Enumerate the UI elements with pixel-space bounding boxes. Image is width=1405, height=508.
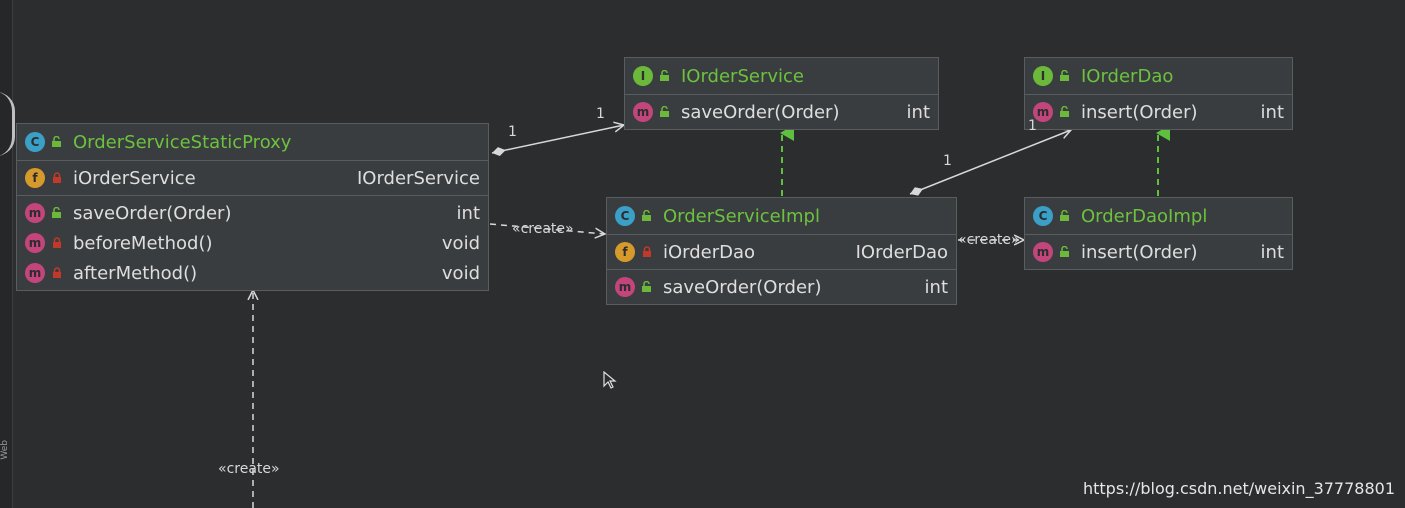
- public-visibility-icon: [641, 210, 655, 222]
- create-stereotype-label: «create»: [218, 461, 280, 477]
- methods-section: m insert(Order) int: [1025, 95, 1292, 129]
- methods-section: m saveOrder(Order) int: [625, 95, 938, 129]
- multiplicity-label: 1: [1028, 118, 1037, 134]
- class-name: OrderDaoImpl: [1081, 205, 1208, 227]
- methods-section: m saveOrder(Order) int m beforeMethod() …: [17, 196, 488, 290]
- method-name: insert(Order): [1081, 101, 1198, 123]
- public-visibility-icon: [641, 281, 655, 293]
- interface-name: IOrderService: [681, 65, 804, 87]
- interface-icon: I: [633, 66, 653, 86]
- create-stereotype-label: «create»: [958, 232, 1020, 248]
- method-icon: m: [615, 277, 635, 297]
- class-header[interactable]: C OrderDaoImpl: [1025, 198, 1292, 235]
- method-name: beforeMethod(): [73, 232, 213, 254]
- method-row[interactable]: m beforeMethod() void: [17, 228, 488, 258]
- aggregation-proxy-to-iorderservice: [491, 125, 624, 153]
- field-row[interactable]: f iOrderService IOrderService: [17, 163, 488, 193]
- method-name: saveOrder(Order): [73, 202, 232, 224]
- multiplicity-label: 1: [508, 124, 517, 140]
- interface-box-iorderservice[interactable]: I IOrderService m saveOrder(Order) int: [624, 57, 939, 130]
- fields-section: f iOrderService IOrderService: [17, 161, 488, 196]
- method-row[interactable]: m insert(Order) int: [1025, 97, 1292, 127]
- method-return-type: int: [924, 276, 948, 298]
- mouse-pointer-icon: [603, 370, 617, 393]
- interface-header[interactable]: I IOrderDao: [1025, 58, 1292, 95]
- public-visibility-icon: [1059, 210, 1073, 222]
- public-visibility-icon: [1059, 70, 1073, 82]
- class-box-orderdaoimpl[interactable]: C OrderDaoImpl m insert(Order) int: [1024, 197, 1293, 270]
- field-icon: f: [615, 242, 635, 262]
- class-header[interactable]: C OrderServiceImpl: [607, 198, 956, 235]
- method-name: saveOrder(Order): [681, 101, 840, 123]
- public-visibility-icon: [51, 207, 65, 219]
- interface-icon: I: [1033, 66, 1053, 86]
- public-visibility-icon: [1059, 246, 1073, 258]
- method-return-type: int: [1260, 241, 1284, 263]
- public-visibility-icon: [659, 106, 673, 118]
- class-icon: C: [25, 132, 45, 152]
- method-return-type: void: [441, 262, 480, 284]
- method-name: afterMethod(): [73, 262, 198, 284]
- private-visibility-icon: [51, 267, 65, 279]
- create-proxy-to-impl: [489, 223, 605, 234]
- field-type: IOrderService: [357, 167, 480, 189]
- class-icon: C: [615, 206, 635, 226]
- field-name: iOrderService: [73, 167, 196, 189]
- public-visibility-icon: [659, 70, 673, 82]
- private-visibility-icon: [51, 172, 65, 184]
- class-icon: C: [1033, 206, 1053, 226]
- method-icon: m: [1033, 242, 1053, 262]
- public-visibility-icon: [1059, 106, 1073, 118]
- field-row[interactable]: f iOrderDao IOrderDao: [607, 237, 956, 267]
- method-icon: m: [25, 233, 45, 253]
- create-stereotype-label: «create»: [512, 221, 574, 237]
- method-icon: m: [25, 203, 45, 223]
- method-return-type: int: [456, 202, 480, 224]
- class-name: OrderServiceStaticProxy: [73, 131, 292, 153]
- aggregation-impl-to-iorderdao: [909, 130, 1071, 194]
- method-icon: m: [633, 102, 653, 122]
- method-row[interactable]: m afterMethod() void: [17, 258, 488, 288]
- private-visibility-icon: [51, 237, 65, 249]
- method-return-type: int: [1260, 101, 1284, 123]
- private-visibility-icon: [641, 246, 655, 258]
- multiplicity-label: 1: [596, 106, 605, 122]
- method-icon: m: [1033, 102, 1053, 122]
- method-row[interactable]: m saveOrder(Order) int: [17, 198, 488, 228]
- methods-section: m insert(Order) int: [1025, 235, 1292, 269]
- field-icon: f: [25, 168, 45, 188]
- method-row[interactable]: m saveOrder(Order) int: [625, 97, 938, 127]
- class-name: OrderServiceImpl: [663, 205, 820, 227]
- interface-header[interactable]: I IOrderService: [625, 58, 938, 95]
- field-type: IOrderDao: [855, 241, 948, 263]
- method-row[interactable]: m insert(Order) int: [1025, 237, 1292, 267]
- public-visibility-icon: [51, 136, 65, 148]
- method-name: saveOrder(Order): [663, 276, 822, 298]
- interface-box-iorderdao[interactable]: I IOrderDao m insert(Order) int: [1024, 57, 1293, 130]
- multiplicity-label: 1: [943, 153, 952, 169]
- panel-edge-bracket: [0, 92, 15, 156]
- class-header[interactable]: C OrderServiceStaticProxy: [17, 124, 488, 161]
- method-return-type: void: [441, 232, 480, 254]
- class-box-orderserviceimpl[interactable]: C OrderServiceImpl f iOrderDao IOrderDao…: [606, 197, 957, 305]
- class-box-orderservicestaticproxy[interactable]: C OrderServiceStaticProxy f iOrderServic…: [16, 123, 489, 291]
- field-name: iOrderDao: [663, 241, 756, 263]
- interface-name: IOrderDao: [1081, 65, 1174, 87]
- method-icon: m: [25, 263, 45, 283]
- methods-section: m saveOrder(Order) int: [607, 270, 956, 304]
- method-return-type: int: [906, 101, 930, 123]
- method-row[interactable]: m saveOrder(Order) int: [607, 272, 956, 302]
- fields-section: f iOrderDao IOrderDao: [607, 235, 956, 270]
- method-name: insert(Order): [1081, 241, 1198, 263]
- watermark-url: https://blog.csdn.net/weixin_37778801: [1082, 479, 1395, 498]
